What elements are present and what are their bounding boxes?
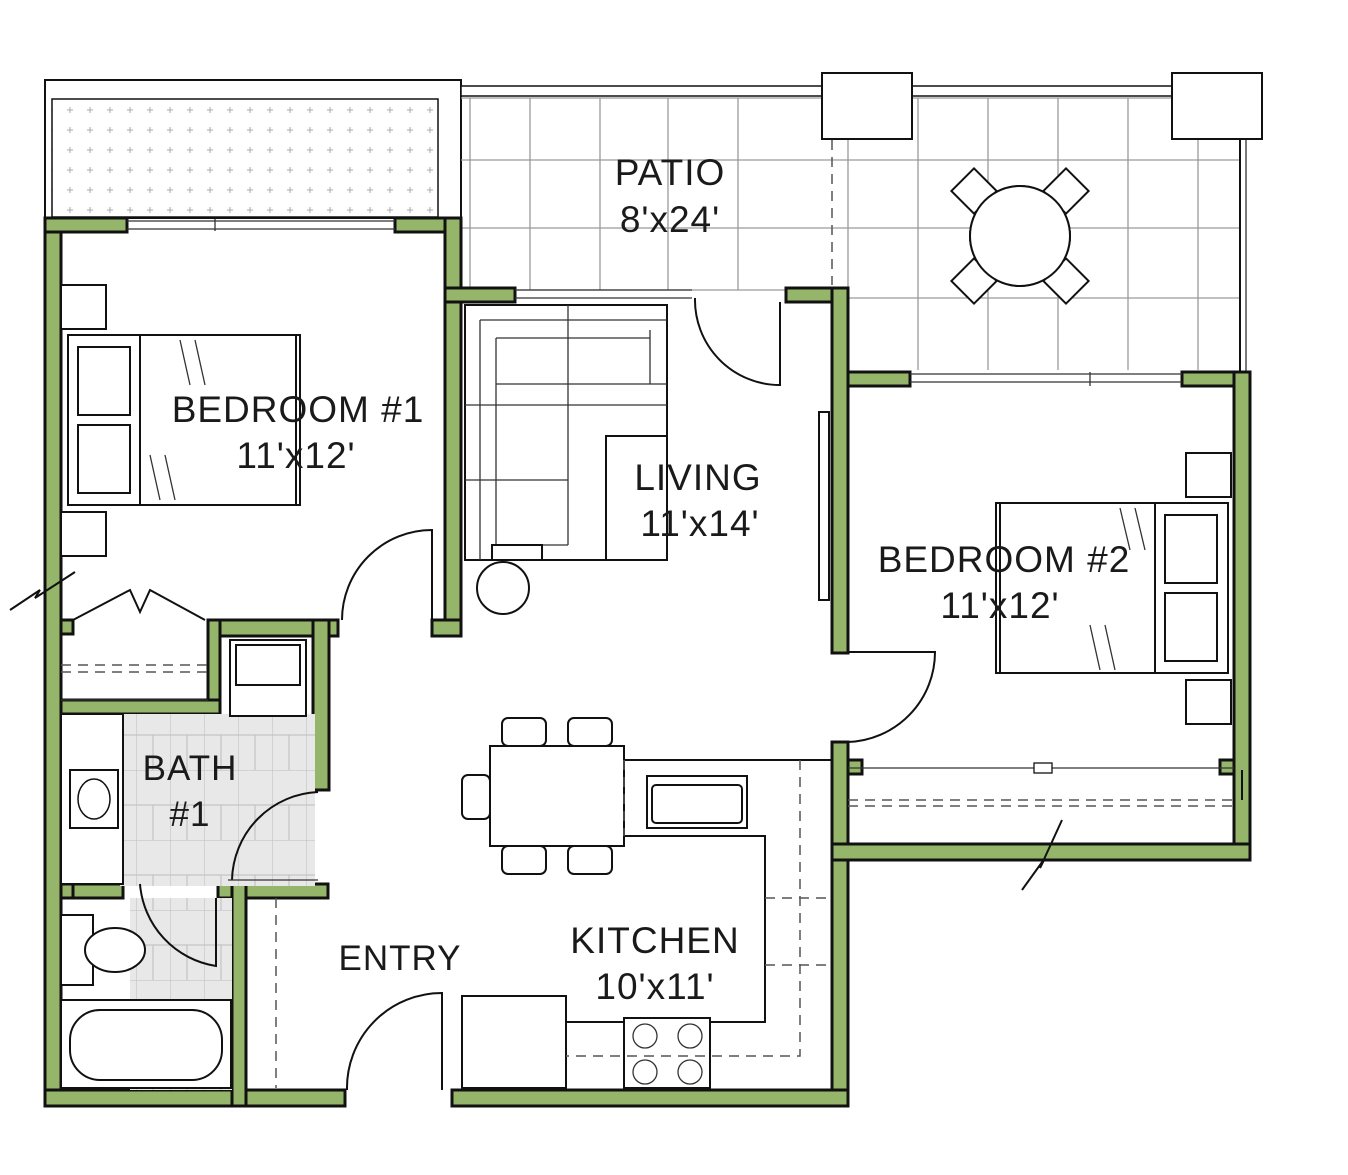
kitchen-size: 10'x11' xyxy=(595,966,714,1007)
living-furniture xyxy=(464,297,937,743)
kitchen-fixtures xyxy=(275,717,832,1091)
bath-label: BATH xyxy=(143,749,238,788)
patio-size: 8'x24' xyxy=(620,199,720,240)
patio xyxy=(460,72,1263,372)
bedroom2-furniture xyxy=(848,452,1243,807)
bedroom1-label: BEDROOM #1 xyxy=(172,389,425,430)
walls xyxy=(43,216,1252,1108)
bath-fixtures xyxy=(60,639,319,1090)
living-label: LIVING xyxy=(634,457,761,498)
patio-label: PATIO xyxy=(615,152,726,193)
planter-area xyxy=(44,79,462,219)
room-labels: PATIO 8'x24' BEDROOM #1 11'x12' LIVING 1… xyxy=(143,152,1131,1007)
windows xyxy=(127,219,1234,774)
kitchen-label: KITCHEN xyxy=(570,920,739,961)
living-size: 11'x14' xyxy=(640,503,759,544)
break-marks xyxy=(9,571,1063,891)
bedroom1-furniture xyxy=(60,284,433,701)
bedroom1-size: 11'x12' xyxy=(236,435,355,476)
bedroom2-label: BEDROOM #2 xyxy=(878,539,1131,580)
bedroom2-size: 11'x12' xyxy=(940,585,1059,626)
entry-label: ENTRY xyxy=(339,939,462,978)
bath-number: #1 xyxy=(170,795,211,834)
patio-table xyxy=(949,166,1091,306)
